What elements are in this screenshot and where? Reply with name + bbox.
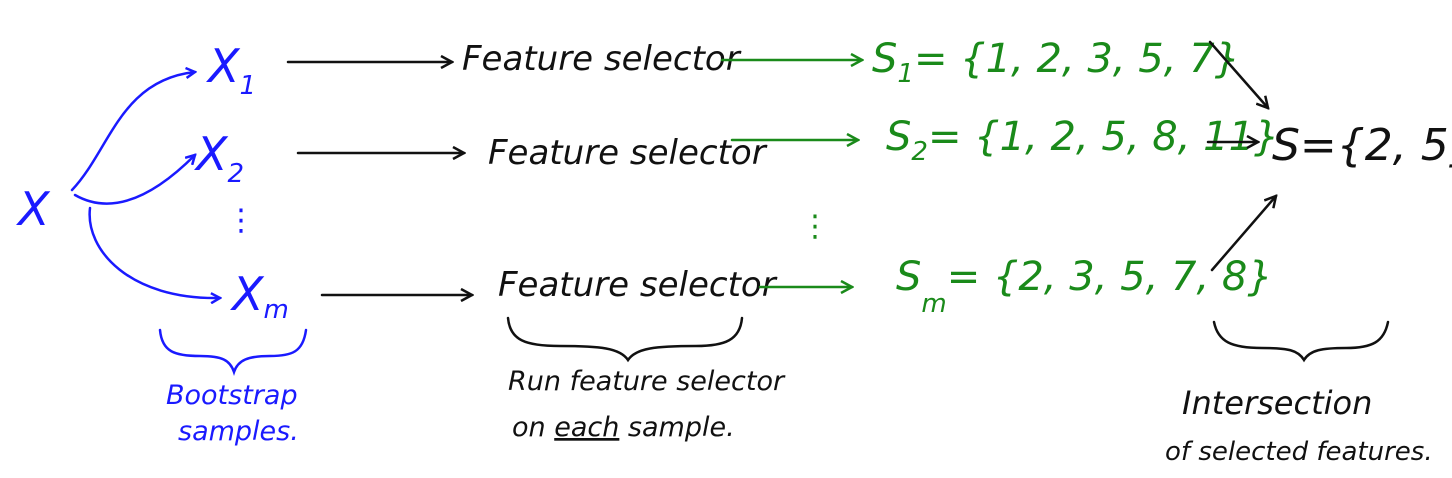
feature-selector-m: Feature selector: [498, 265, 778, 305]
bootstrap-arrow-2: [73, 155, 195, 205]
arrow-set1-to-result: [1208, 40, 1268, 108]
note-intersection-line2: of selected features.: [1165, 437, 1433, 467]
sample-m: Xm: [230, 267, 289, 325]
sample-2: X2: [194, 127, 244, 189]
note-bootstrap-line1: Bootstrap: [166, 380, 298, 411]
note-intersection-line1: Intersection: [1182, 384, 1372, 422]
set-ellipsis: ⋮: [800, 209, 830, 244]
note-run-line2: on each sample.: [512, 412, 735, 443]
selector-brace: [506, 316, 744, 363]
set-2: S2= {1, 2, 5, 8, 11}: [886, 114, 1279, 167]
sample-ellipsis: ⋮: [226, 203, 256, 238]
arrow-setm-to-result: [1210, 196, 1276, 272]
set-1: S1= {1, 2, 3, 5, 7}: [872, 36, 1240, 89]
bootstrap-arrow-1: [70, 72, 195, 192]
note-run-line1: Run feature selector: [508, 366, 786, 397]
result-set: S={2, 5}: [1272, 120, 1452, 171]
intersection-brace: [1212, 320, 1390, 363]
sample-1: X1: [206, 39, 256, 101]
bootstrap-arrow-m: [88, 206, 220, 298]
bootstrap-brace: [158, 328, 308, 376]
input-label: X: [16, 182, 51, 236]
feature-selector-2: Feature selector: [488, 133, 768, 173]
note-bootstrap-line2: samples.: [178, 416, 299, 447]
feature-selector-1: Feature selector: [462, 39, 742, 79]
